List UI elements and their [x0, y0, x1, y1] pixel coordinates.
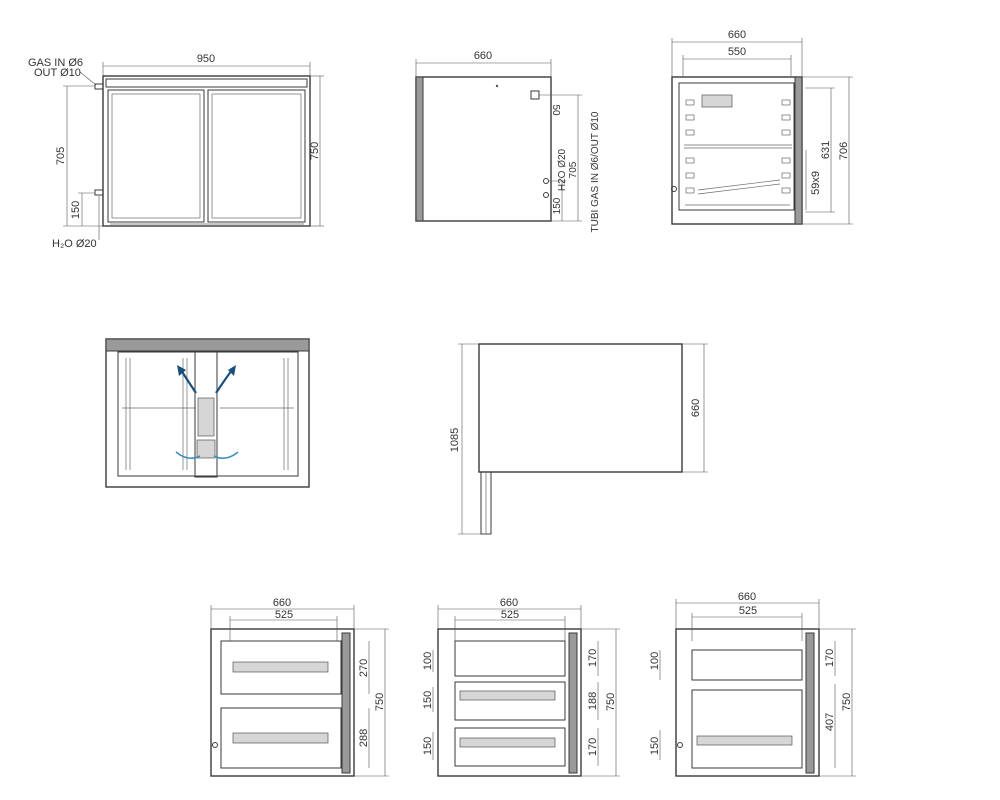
drawer2-height-label: 750 — [605, 693, 617, 711]
drawer1-compartment-top — [220, 640, 342, 695]
drawer3-compartment2-label: 407 — [824, 713, 836, 731]
open-height-total-label: 706 — [838, 142, 850, 160]
drawer2-left-dim3-label: 150 — [422, 737, 434, 755]
open-height-inner-label: 631 — [820, 141, 832, 159]
internal-view — [105, 338, 310, 488]
open-control-panel — [701, 94, 733, 108]
drawer2-grid-bottom — [459, 737, 556, 748]
side-connection-box — [530, 90, 540, 100]
drawer2-compartment-top — [454, 640, 566, 677]
internal-unit — [197, 397, 215, 437]
front-cabinet-outline — [102, 75, 311, 227]
side-h2o-label: H2O Ø20 — [557, 148, 568, 191]
side-door-edge — [415, 76, 424, 222]
plan-depth-label: 660 — [690, 399, 702, 417]
side-drain-height-label: 150 — [552, 197, 563, 214]
drawer1-outline — [210, 628, 355, 777]
drawer1-rail — [341, 632, 351, 774]
drawer-view-2: 660 525 750 170 188 170 100 150 150 — [422, 597, 620, 777]
drawer-view-3: 660 525 750 170 407 100 150 — [649, 591, 856, 777]
water-flow-arrow-left — [175, 451, 201, 460]
drawer1-grid-bottom — [232, 732, 329, 744]
side-depth-label: 660 — [474, 50, 492, 62]
drawer2-width-inner-label: 525 — [501, 609, 519, 621]
front-top-panel — [105, 78, 308, 88]
side-gas-pipes-label: TUBI GAS IN Ø6/OUT Ø10 — [590, 111, 601, 232]
gas-label-line2: OUT Ø10 — [34, 67, 81, 79]
side-connection-height-label: 705 — [568, 161, 579, 178]
drawer2-width-total-label: 660 — [500, 597, 518, 609]
drawer3-outline — [675, 628, 820, 777]
open-door-edge — [794, 76, 803, 225]
drawer2-compartment2-label: 188 — [587, 692, 599, 710]
internal-valve — [196, 439, 216, 459]
drawer3-left-dim1-label: 100 — [649, 652, 661, 670]
front-drain-height-label: 150 — [70, 201, 82, 219]
plan-open-depth-label: 1085 — [449, 428, 461, 452]
drawer3-width-inner-label: 525 — [739, 605, 757, 617]
drawer3-grid-bottom — [696, 735, 793, 746]
front-door-left — [107, 89, 205, 223]
gas-label-line1: GAS IN Ø6 — [28, 57, 83, 69]
drawer2-compartment-bottom — [454, 727, 566, 767]
drawer3-compartment1-label: 170 — [824, 649, 836, 667]
open-width-total-label: 660 — [728, 29, 746, 41]
drawer3-compartment-top — [691, 649, 803, 681]
plan-cabinet-outline — [478, 343, 683, 473]
drawer3-rail — [805, 632, 815, 774]
internal-top — [105, 338, 310, 352]
water-connection-stub — [94, 189, 104, 196]
drawer2-left-dim1-label: 100 — [422, 652, 434, 670]
open-lock-icon — [671, 186, 677, 192]
drawer3-height-label: 750 — [841, 693, 853, 711]
drawer2-left-dim2-label: 150 — [422, 691, 434, 709]
open-width-inner-label: 550 — [728, 46, 746, 58]
internal-divider-panel — [194, 350, 218, 478]
drawer1-width-total-label: 660 — [273, 597, 291, 609]
drawer1-height-label: 750 — [374, 693, 386, 711]
drawer1-grid-top — [232, 661, 329, 673]
open-view: 660 550 706 631 59x9 — [671, 29, 853, 225]
front-view: 950 750 705 150 GAS IN Ø6 OUT Ø10 H₂O Ø2… — [28, 53, 324, 250]
drawer-view-1: 660 525 750 270 288 — [210, 597, 389, 777]
drawer1-width-inner-label: 525 — [275, 609, 293, 621]
front-height-label: 750 — [309, 142, 321, 160]
drawer3-compartment-bottom — [691, 689, 803, 769]
drawer2-grid-mid — [459, 690, 556, 701]
drawer2-compartment1-label: 170 — [587, 649, 599, 667]
open-cabinet-outline — [671, 76, 803, 225]
drawer2-rail — [568, 632, 578, 774]
water-flow-arrow-right — [213, 451, 239, 460]
front-connection-height-label: 705 — [55, 147, 67, 165]
drawer2-compartment-mid — [454, 681, 566, 721]
airflow-arrow-right — [215, 369, 233, 394]
side-view: 660 50 H2O Ø20 705 150 TUBI GAS IN Ø6/OU… — [415, 50, 601, 232]
front-door-right — [207, 89, 306, 223]
front-width-label: 950 — [197, 53, 215, 65]
drawer3-width-total-label: 660 — [738, 591, 756, 603]
drawer1-compartment2-label: 288 — [358, 729, 370, 747]
gas-connection-stub — [94, 83, 104, 90]
drawer1-compartment-bottom — [220, 707, 342, 769]
drawer2-outline — [437, 628, 582, 777]
drawer3-left-dim2-label: 150 — [649, 737, 661, 755]
drawer1-compartment1-label: 270 — [358, 659, 370, 677]
open-grille-label: 59x9 — [810, 171, 822, 195]
drawer2-compartment3-label: 170 — [587, 738, 599, 756]
plan-view: 1085 660 — [449, 343, 708, 535]
water-label: H₂O Ø20 — [52, 238, 97, 250]
side-small-label: 50 — [550, 104, 561, 116]
